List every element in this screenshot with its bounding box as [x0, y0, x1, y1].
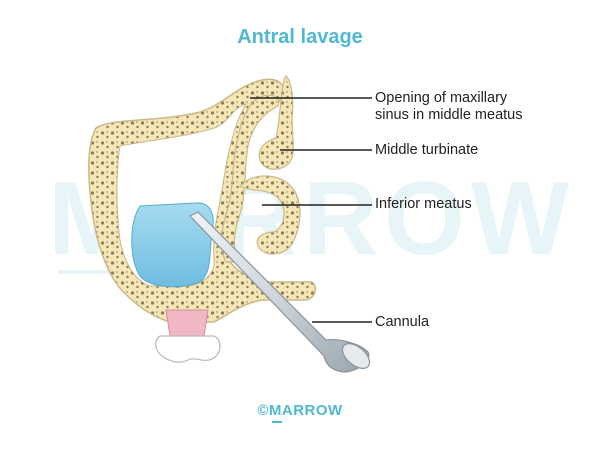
diagram-title: Antral lavage: [237, 26, 363, 48]
tooth-crown: [155, 335, 221, 363]
gum: [165, 309, 209, 337]
copyright-underline: [272, 421, 282, 423]
label-opening-line1: Opening of maxillary: [375, 90, 508, 106]
middle-turbinate: [258, 74, 294, 170]
label-cannula: Cannula: [375, 314, 430, 330]
copyright-text: ©MARROW: [257, 402, 343, 419]
label-opening: Opening of maxillary sinus in middle mea…: [375, 90, 523, 124]
cannula-hub: [341, 343, 371, 369]
lateral-nasal-wall: [220, 94, 280, 263]
label-inferior-meatus: Inferior meatus: [375, 196, 472, 212]
sinus-fluid: [131, 202, 214, 288]
inferior-turbinate: [239, 175, 301, 255]
label-middle-turbinate: Middle turbinate: [375, 142, 479, 158]
label-opening-line2: sinus in middle meatus: [375, 107, 523, 123]
